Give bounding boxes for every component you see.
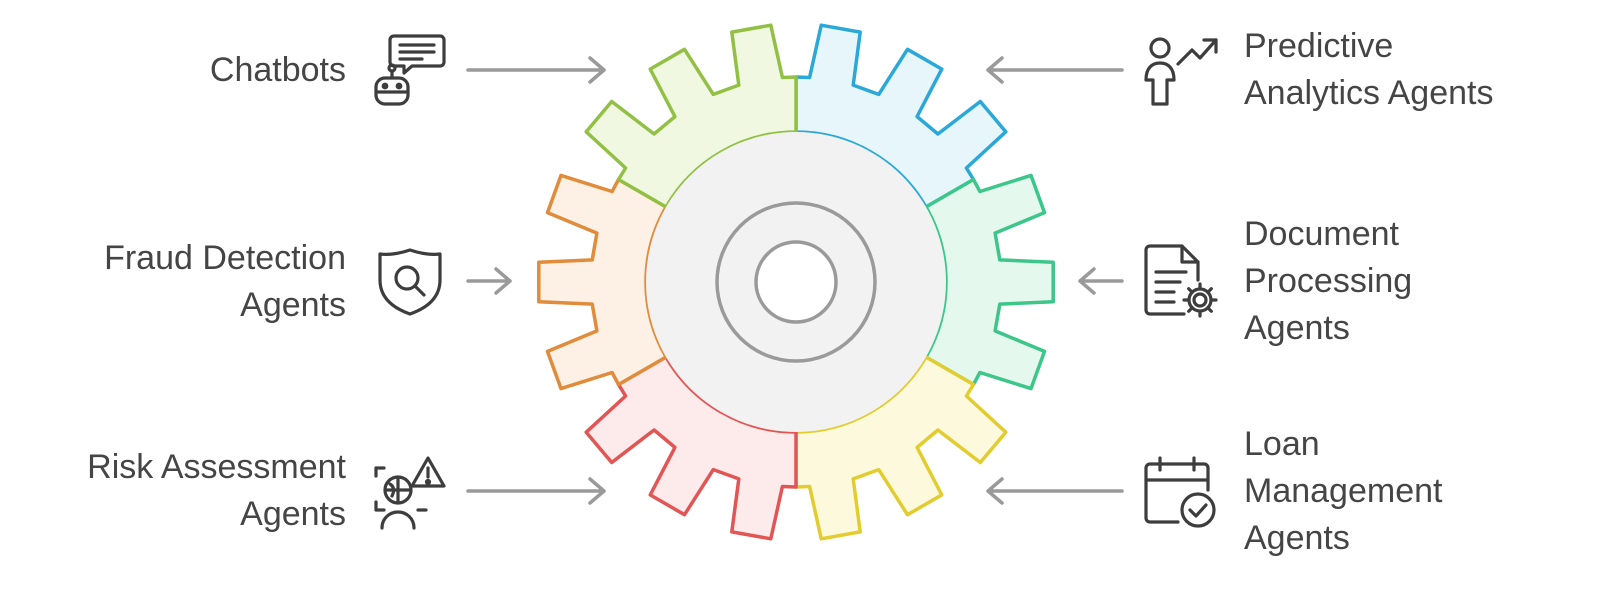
gear-center-hole (754, 240, 838, 324)
label-risk-assessment: Risk Assessment Agents (87, 444, 346, 538)
label-line: Fraud Detection (104, 239, 346, 277)
shield-search-icon (378, 248, 442, 316)
label-line: Loan (1244, 425, 1320, 463)
arrow-fraud-detection (466, 267, 512, 295)
label-line: Analytics Agents (1244, 74, 1494, 112)
label-line: Management (1244, 472, 1443, 510)
label-loan-management: Loan Management Agents (1244, 421, 1442, 562)
label-line: Processing (1244, 262, 1413, 300)
risk-alert-icon (374, 456, 446, 530)
label-line: Agents (240, 495, 346, 533)
label-document-processing: Document Processing Agents (1244, 211, 1412, 352)
gear-inner-ring (715, 201, 877, 363)
arrow-predictive-analytics (986, 56, 1124, 84)
document-gear-icon (1144, 244, 1218, 318)
calendar-check-icon (1144, 456, 1216, 528)
arrows (466, 56, 1124, 505)
chatbot-icon (374, 34, 446, 106)
label-predictive-analytics: Predictive Analytics Agents (1244, 23, 1493, 117)
label-line: Predictive (1244, 27, 1394, 65)
person-trend-icon (1144, 37, 1218, 106)
arrow-loan-management (986, 477, 1124, 505)
arrow-chatbots (466, 56, 606, 84)
arrow-document-processing (1078, 267, 1124, 295)
label-chatbots: Chatbots (210, 47, 346, 94)
label-line: Document (1244, 215, 1399, 253)
label-fraud-detection: Fraud Detection Agents (104, 235, 346, 329)
label-line: Agents (1244, 309, 1350, 347)
label-line: Risk Assessment (87, 448, 346, 486)
arrow-risk-assessment (466, 477, 606, 505)
label-line: Agents (1244, 519, 1350, 557)
label-line: Agents (240, 286, 346, 324)
label-line: Chatbots (209, 51, 346, 89)
